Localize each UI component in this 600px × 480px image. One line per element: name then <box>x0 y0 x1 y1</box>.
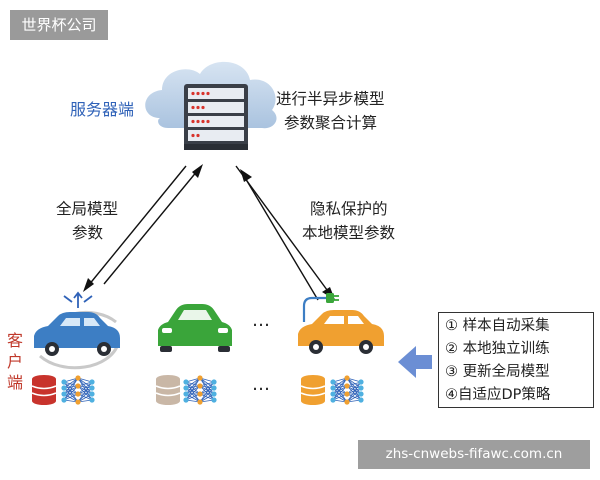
neural-network-icon <box>330 375 364 405</box>
global-params-arrows <box>83 164 203 292</box>
client-label: 客 户 端 <box>4 330 26 393</box>
client-ellipsis-bottom: … <box>252 374 272 395</box>
step-item: ③ 更新全局模型 <box>445 364 550 380</box>
neural-network-icon <box>183 375 217 405</box>
cloud-server-icon <box>145 61 277 150</box>
neural-network-icons <box>61 375 364 405</box>
client-label-char: 户 <box>6 352 23 371</box>
server-task-line-2: 参数聚合计算 <box>284 114 378 132</box>
server-task-line-1: 进行半异步模型 <box>276 90 385 108</box>
ev-car-icon <box>298 293 384 354</box>
green-car-icon <box>158 304 232 352</box>
global-params-label-line-2: 参数 <box>72 224 104 242</box>
database-icon <box>31 375 57 405</box>
watermark-badge: 世界杯公司 <box>10 10 108 40</box>
step-item: ④自适应DP策略 <box>445 387 551 403</box>
step-item: ① 样本自动采集 <box>445 318 550 334</box>
database-icon <box>155 375 181 405</box>
global-params-label-line-1: 全局模型 <box>56 200 119 218</box>
neural-network-icon <box>61 375 95 405</box>
client-label-char: 端 <box>6 373 23 392</box>
server-label: 服务器端 <box>70 100 135 119</box>
steps-list: ① 样本自动采集 ② 本地独立训练 ③ 更新全局模型 ④自适应DP策略 <box>438 312 594 408</box>
step-item: ② 本地独立训练 <box>445 341 550 357</box>
local-params-label-line-2: 本地模型参数 <box>302 224 396 242</box>
local-params-label-line-1: 隐私保护的 <box>310 200 388 218</box>
client-ellipsis-top: … <box>252 310 272 331</box>
autonomous-car-icon <box>34 291 120 370</box>
steps-arrow-icon <box>398 346 432 378</box>
client-label-char: 客 <box>6 331 23 350</box>
watermark-footer: zhs-cnwebs-fifawc.com.cn <box>358 440 590 469</box>
database-icon <box>300 375 326 405</box>
